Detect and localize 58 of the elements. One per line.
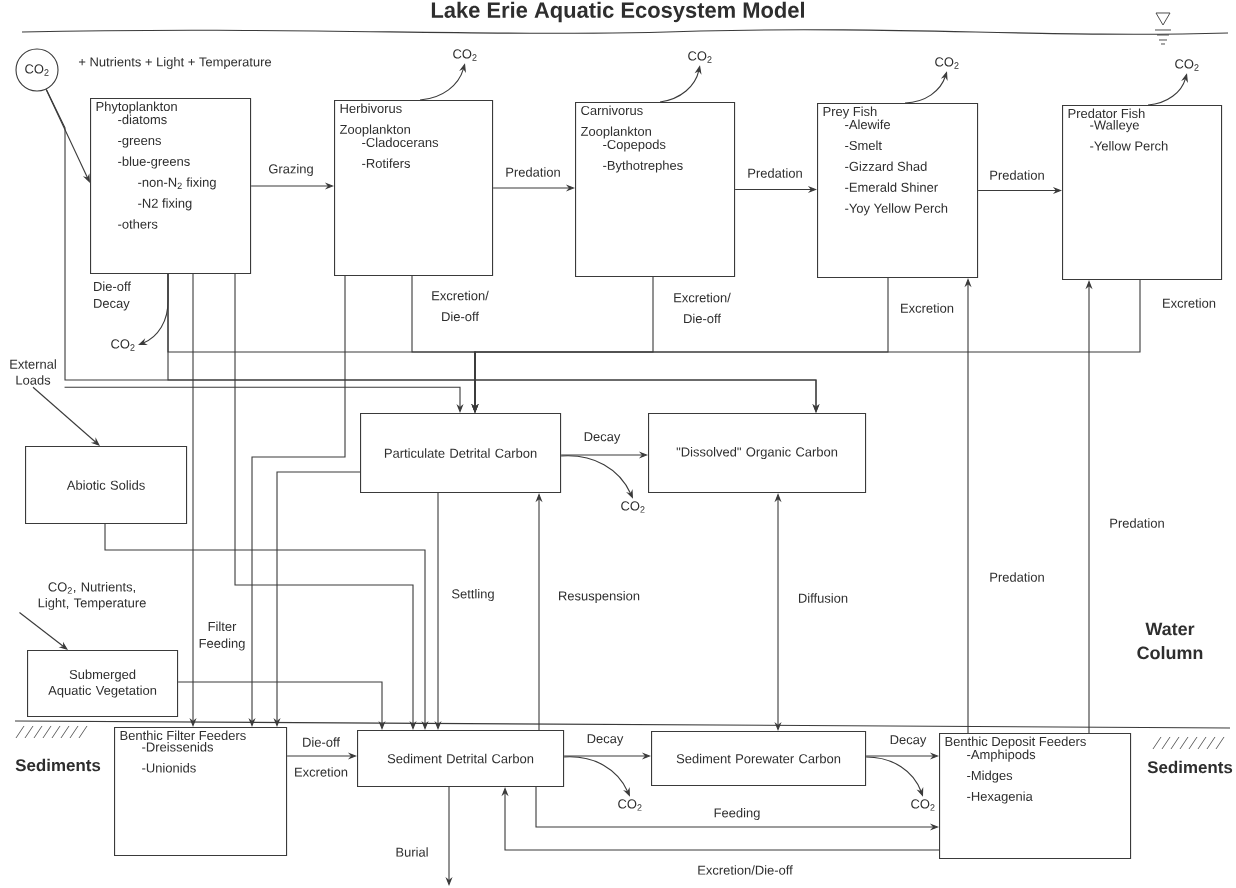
edge-label: Grazing	[266, 162, 316, 178]
input-label: CO$_{2}$, Nutrients, Light, Temperature	[38, 582, 146, 610]
edge-label: Resuspension	[556, 589, 642, 605]
edge-label: Decay	[888, 733, 928, 749]
compartment-box: Particulate Detrital Carbon	[360, 413, 562, 494]
compartment-box: Benthic Filter Feeders -Dreissenids -Unionids	[114, 727, 288, 857]
compartment-box: Sediment Detrital Carbon	[357, 730, 565, 788]
edge-label: Excretion/ Die-off	[664, 291, 740, 325]
edge-label: Decay	[585, 732, 625, 748]
circle-node: CO$_{2}$	[15, 48, 59, 92]
compartment-box: Abiotic Solids	[25, 446, 188, 525]
text-label: CO$_{2}$	[111, 339, 135, 351]
edge-label: Excretion	[898, 301, 956, 315]
edge-label: Diffusion	[796, 591, 850, 605]
annotation: + Nutrients + Light + Temperature	[79, 56, 272, 70]
annotation: Filter Feeding	[199, 621, 245, 651]
edge-label: Predation	[987, 570, 1047, 584]
edge-label: Feeding	[712, 806, 762, 822]
edge-label: Burial	[393, 845, 431, 859]
text-label: CO$_{2}$	[935, 57, 959, 69]
compartment-box: Carnivorus Zooplankton -Copepods -Bythotrephes	[575, 102, 736, 278]
arrow	[32, 386, 100, 446]
zone-label: Sediments	[15, 758, 101, 772]
text-label: CO$_{2}$	[688, 51, 712, 63]
compartment-box: Benthic Deposit Feeders -Amphipods -Midges -Hexagenia	[939, 733, 1132, 860]
arrow	[64, 386, 464, 413]
zone-label: Sediments	[1147, 760, 1233, 774]
input-label: External Loads	[10, 359, 56, 385]
compartment-box: Herbivorus Zooplankton -Cladocerans -Rotifers	[334, 100, 494, 277]
edge-label: Excretion/ Die-off	[422, 289, 498, 323]
edge-label: Predation	[503, 165, 563, 179]
text-label: CO$_{2}$	[621, 501, 645, 513]
edge-label: Decay	[582, 430, 622, 446]
edge-label: Predation	[987, 168, 1047, 182]
text-label: CO$_{2}$	[618, 799, 642, 811]
text-label: CO$_{2}$	[453, 49, 477, 61]
edge-label: Predation	[1107, 516, 1167, 530]
edge-label: Excretion/Die-off	[695, 863, 795, 877]
arrow	[177, 681, 386, 730]
zone-label: Water Column	[1137, 622, 1203, 660]
edge-label: Die-off Excretion	[295, 737, 348, 777]
arrow	[104, 523, 429, 730]
compartment-box: Submerged Aquatic Vegetation	[27, 650, 179, 718]
edge-label: Predation	[745, 166, 805, 180]
title: Lake Erie Aquatic Ecosystem Model	[431, 1, 804, 23]
edge-label: Excretion	[1160, 296, 1218, 310]
edge-label: Settling	[449, 587, 497, 603]
compartment-box: Sediment Porewater Carbon	[651, 731, 867, 787]
compartment-box: Prey Fish -Alewife -Smelt -Gizzard Shad -Emerald Shiner -Yoy Yellow Perch	[817, 103, 979, 279]
compartment-box: Phytoplankton -diatoms -greens -blue-greens -non-N$_{2}$ fixing -N2 fixing -others	[90, 98, 252, 275]
text-label: CO$_{2}$	[911, 799, 935, 811]
arrow	[18, 612, 68, 650]
text-label: CO$_{2}$	[1175, 59, 1199, 71]
arrow	[45, 88, 90, 183]
compartment-box: "Dissolved" Organic Carbon	[648, 413, 867, 494]
arrow	[234, 273, 417, 730]
compartment-box: Predator Fish -Walleye -Yellow Perch	[1062, 105, 1223, 281]
arrow	[167, 273, 820, 413]
